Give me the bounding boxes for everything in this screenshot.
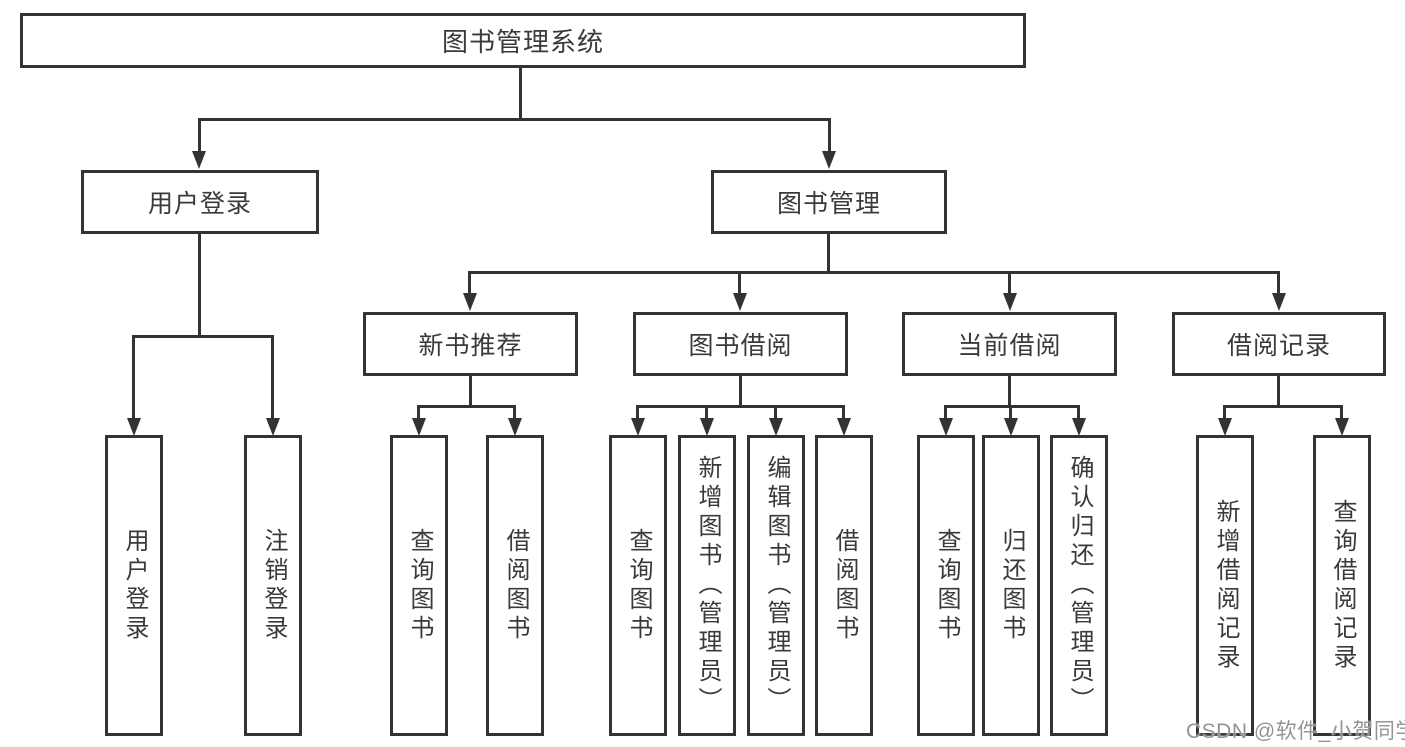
arrowhead-down-icon (700, 418, 714, 436)
arrowhead-down-icon (822, 151, 836, 169)
connector-line (842, 405, 845, 419)
connector-line (1008, 271, 1011, 294)
connector-line (774, 405, 777, 419)
connector-line (519, 66, 522, 120)
leaf-records-add-record: 新增借阅记录 (1196, 435, 1254, 736)
arrowhead-down-icon (733, 293, 747, 311)
connector-line (198, 118, 831, 121)
connector-line (417, 405, 420, 419)
connector-line (636, 405, 639, 419)
leaf-borrow-borrow-books: 借阅图书 (815, 435, 873, 736)
leaf-current-confirm-return-admin: 确认归还（管理员） (1050, 435, 1108, 736)
connector-line (738, 271, 741, 294)
connector-line (944, 405, 947, 419)
connector-line (132, 335, 274, 338)
arrowhead-down-icon (1072, 418, 1086, 436)
connector-line (739, 374, 742, 407)
leaf-label: 查询图书 (625, 527, 652, 644)
arrowhead-down-icon (837, 418, 851, 436)
connector-line (417, 405, 516, 408)
leaf-records-query-record: 查询借阅记录 (1313, 435, 1371, 736)
watermark-text: CSDN @软件_小贺同学 (1186, 720, 1405, 743)
leaf-label: 查询图书 (933, 527, 960, 644)
node-label: 新书推荐 (418, 332, 523, 360)
leaf-label: 归还图书 (998, 527, 1025, 644)
arrowhead-down-icon (192, 151, 206, 169)
leaf-label: 新增图书（管理员） (694, 455, 721, 716)
arrowhead-down-icon (1004, 418, 1018, 436)
leaf-logout: 注销登录 (244, 435, 302, 736)
connector-line (827, 232, 830, 273)
node-label: 图书借阅 (688, 332, 793, 360)
connector-line (944, 405, 1080, 408)
leaf-label: 借阅图书 (831, 527, 858, 644)
node-label: 图书管理系统 (441, 27, 604, 57)
arrowhead-down-icon (1218, 418, 1232, 436)
connector-line (1277, 271, 1280, 294)
connector-line (468, 271, 471, 294)
connector-line (271, 335, 274, 419)
node-borrow-records: 借阅记录 (1172, 312, 1386, 376)
arrowhead-down-icon (631, 418, 645, 436)
leaf-borrow-edit-books-admin: 编辑图书（管理员） (747, 435, 805, 736)
node-current-borrow: 当前借阅 (902, 312, 1117, 376)
leaf-borrow-query-books: 查询图书 (609, 435, 667, 736)
node-book-management: 图书管理 (711, 170, 947, 234)
connector-line (1277, 374, 1280, 407)
connector-line (1008, 374, 1011, 407)
node-label: 图书管理 (776, 190, 881, 218)
leaf-label: 查询图书 (406, 527, 433, 644)
node-library-system: 图书管理系统 (20, 13, 1026, 68)
leaf-user-login: 用户登录 (105, 435, 163, 736)
connector-line (132, 335, 135, 419)
leaf-recommend-query-books: 查询图书 (390, 435, 448, 736)
leaf-label: 编辑图书（管理员） (763, 455, 790, 716)
node-label: 借阅记录 (1226, 332, 1331, 360)
connector-line (636, 405, 845, 408)
node-label: 当前借阅 (957, 332, 1062, 360)
connector-line (198, 118, 201, 154)
connector-line (1077, 405, 1080, 419)
node-label: 用户登录 (147, 190, 252, 218)
node-book-borrow: 图书借阅 (633, 312, 848, 376)
arrowhead-down-icon (939, 418, 953, 436)
arrowhead-down-icon (508, 418, 522, 436)
connector-line (198, 232, 201, 337)
leaf-current-return-books: 归还图书 (982, 435, 1040, 736)
leaf-label: 注销登录 (260, 527, 287, 644)
arrowhead-down-icon (1003, 293, 1017, 311)
leaf-label: 确认归还（管理员） (1066, 455, 1093, 716)
arrowhead-down-icon (127, 418, 141, 436)
arrowhead-down-icon (266, 418, 280, 436)
leaf-label: 用户登录 (121, 527, 148, 644)
arrowhead-down-icon (1272, 293, 1286, 311)
leaf-label: 新增借阅记录 (1212, 498, 1239, 673)
connector-line (1340, 405, 1343, 419)
connector-line (1223, 405, 1343, 408)
arrowhead-down-icon (769, 418, 783, 436)
connector-line (1223, 405, 1226, 419)
leaf-label: 借阅图书 (502, 527, 529, 644)
leaf-borrow-add-books-admin: 新增图书（管理员） (678, 435, 736, 736)
connector-line (468, 271, 1280, 274)
connector-line (469, 374, 472, 407)
node-user-login: 用户登录 (81, 170, 319, 234)
leaf-recommend-borrow-books: 借阅图书 (486, 435, 544, 736)
arrowhead-down-icon (1335, 418, 1349, 436)
leaf-label: 查询借阅记录 (1329, 498, 1356, 673)
arrowhead-down-icon (463, 293, 477, 311)
leaf-current-query-books: 查询图书 (917, 435, 975, 736)
node-new-book-recommend: 新书推荐 (363, 312, 578, 376)
arrowhead-down-icon (412, 418, 426, 436)
connector-line (513, 405, 516, 419)
connector-line (828, 118, 831, 154)
connector-line (1009, 405, 1012, 419)
connector-line (705, 405, 708, 419)
